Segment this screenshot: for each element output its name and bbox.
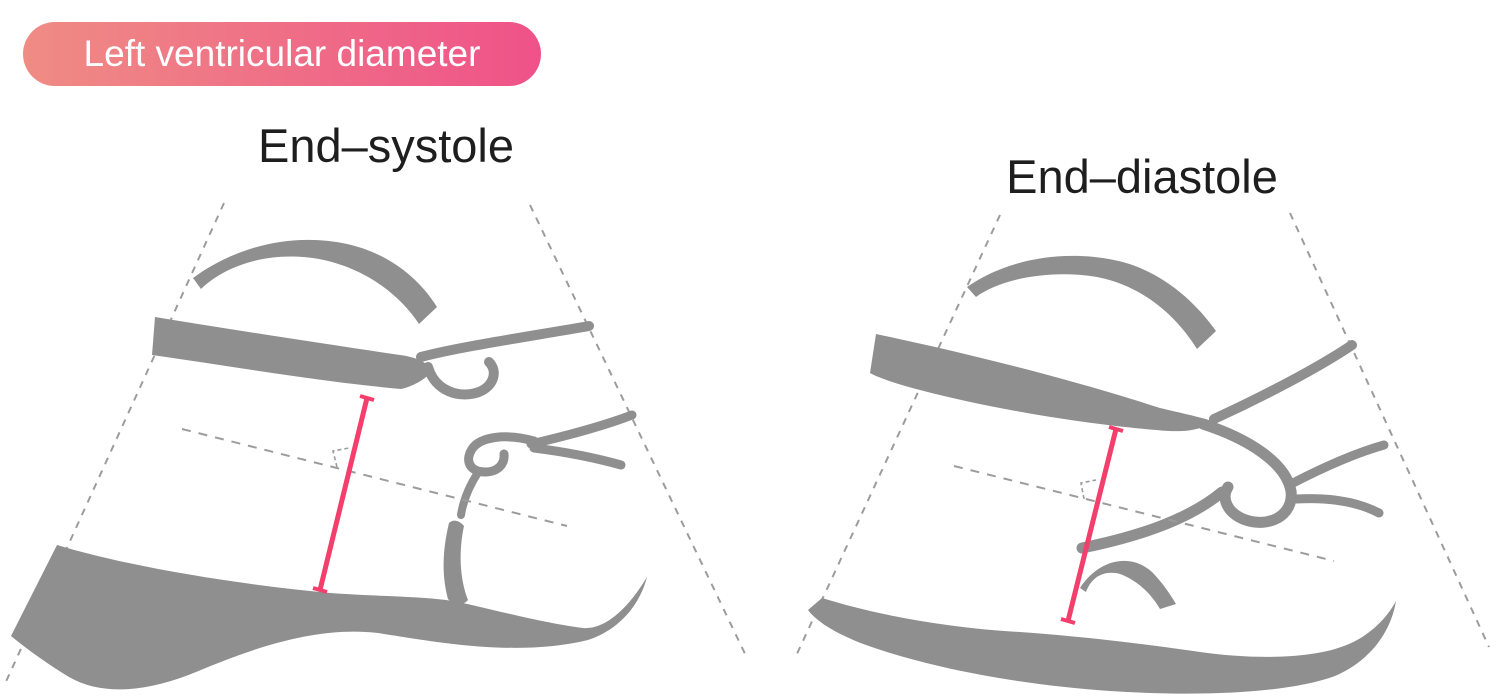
chordae-line [457, 467, 483, 519]
interventricular-septum [870, 334, 1212, 432]
mitral-leaflet-lower-branch [1291, 494, 1384, 518]
panel-title-end-diastole: End–diastole [1006, 150, 1278, 203]
aortic-valve-hook [423, 357, 499, 400]
perpendicular-angle-marker [1080, 479, 1097, 500]
title-badge: Left ventricular diameter [23, 22, 541, 86]
papillary-muscle-bump [1080, 560, 1176, 609]
rv-anterior-wall [967, 255, 1216, 349]
title-badge-label: Left ventricular diameter [83, 33, 481, 74]
mitral-valve-open-leaflet [1197, 418, 1297, 528]
ultrasound-sector-right-edge [1289, 212, 1490, 648]
end-systole-illustration [3, 202, 748, 690]
measurement-caliper-line-systole [317, 397, 370, 591]
papillary-tail [443, 520, 468, 605]
septal-valve-curve [1209, 340, 1357, 424]
ultrasound-sector-right-edge [529, 204, 748, 659]
lv-posterior-wall [808, 598, 1396, 694]
mitral-leaflet-upper-branch [1288, 440, 1389, 488]
lv-long-axis-dashed-line [181, 428, 568, 527]
septal-valve-curve [416, 321, 594, 362]
lv-long-axis-dashed-line [953, 465, 1335, 562]
mitral-leaflet-upper-branch [526, 410, 637, 449]
posterior-leaflet-sweep [1076, 486, 1228, 554]
measurement-caliper-line-diastole [1065, 428, 1119, 622]
caliper-end-cap-top [1108, 425, 1124, 433]
caliper-end-cap-top [359, 394, 375, 402]
perpendicular-angle-marker [332, 447, 350, 468]
ultrasound-sector-left-edge [3, 202, 225, 687]
interventricular-septum [152, 317, 433, 389]
mitral-leaflet-lower-branch [529, 443, 626, 470]
panel-title-end-systole: End–systole [257, 119, 515, 172]
end-diastole-illustration [795, 212, 1490, 694]
lv-posterior-wall [11, 545, 647, 690]
mitral-valve-closed-loop [464, 432, 539, 477]
rv-anterior-wall [193, 239, 437, 324]
ultrasound-sector-left-edge [795, 214, 1001, 657]
caliper-end-cap-bottom [1060, 617, 1076, 625]
caliper-end-cap-bottom [312, 586, 328, 594]
